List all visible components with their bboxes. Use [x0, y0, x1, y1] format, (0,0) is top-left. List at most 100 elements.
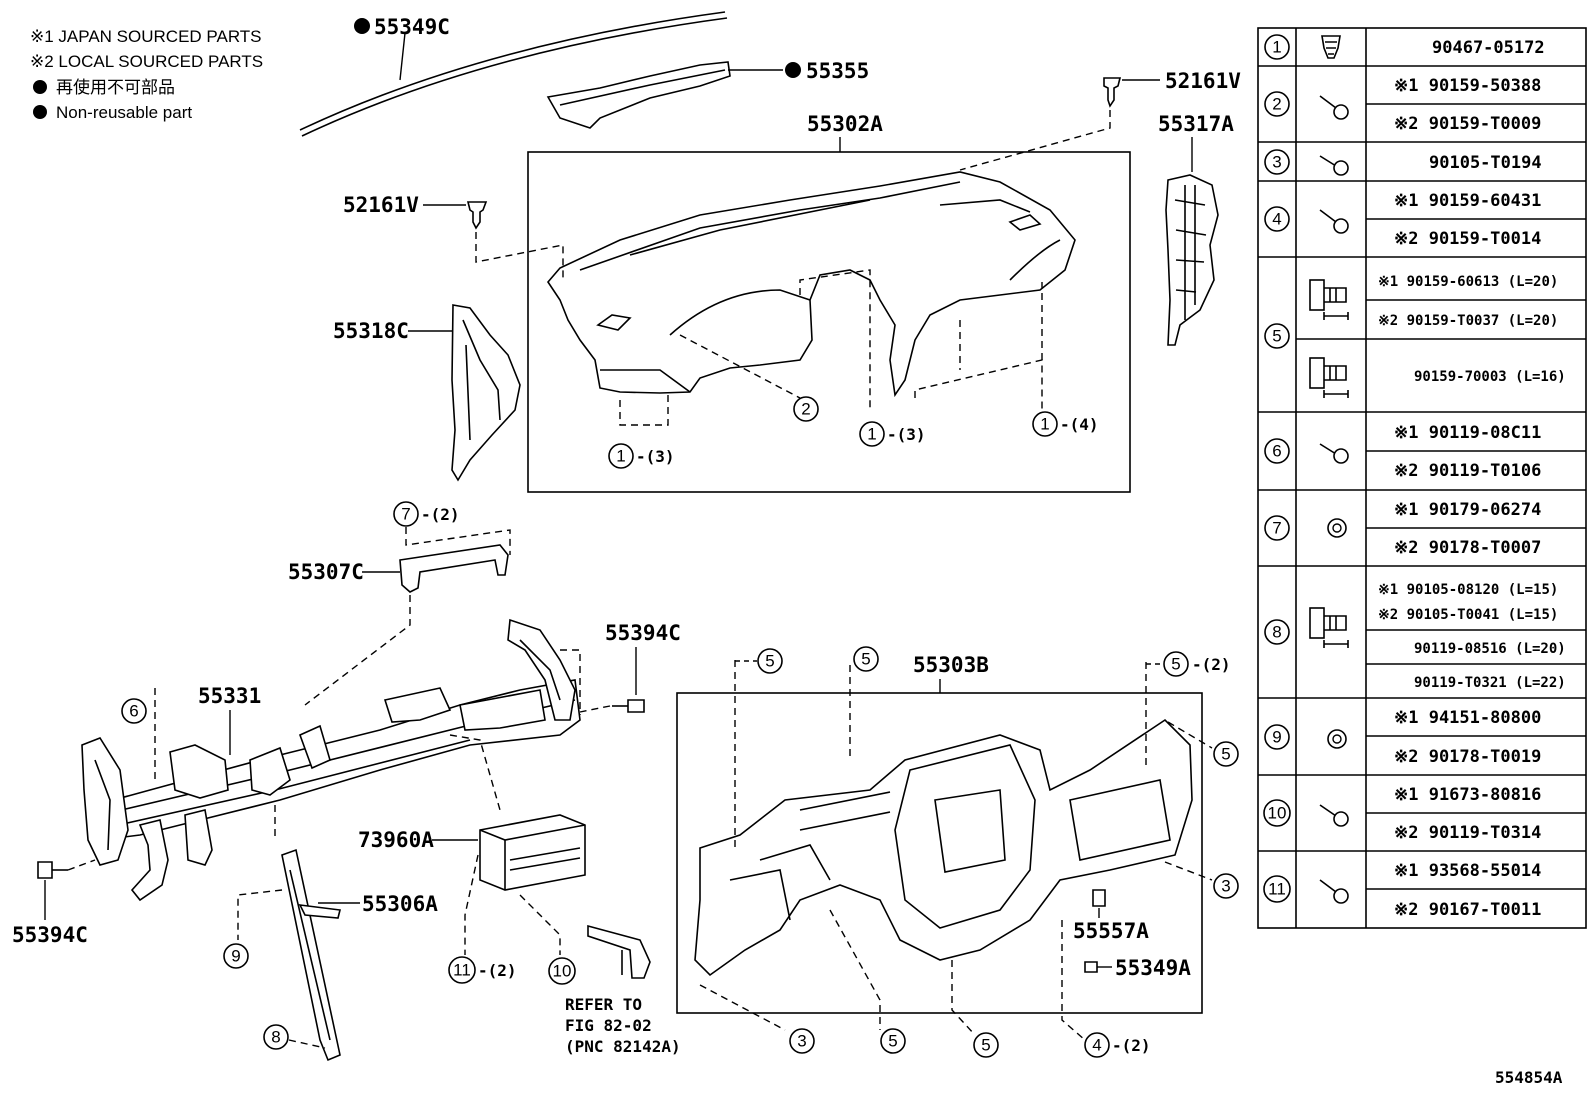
refer-to-fig: REFER TO FIG 82-02 (PNC 82142A) [565, 924, 681, 1056]
bolt-icon [1319, 155, 1349, 176]
clip-icon [1321, 35, 1341, 59]
part-label-55307C: 55307C [288, 560, 364, 584]
svg-text:※1 90105-08120 (L=15): ※1 90105-08120 (L=15) [1378, 582, 1558, 598]
refer-line2: FIG 82-02 [565, 1016, 652, 1035]
part-label-55318C: 55318C [333, 319, 409, 343]
svg-text:5: 5 [765, 652, 774, 671]
svg-text:-(4): -(4) [1060, 415, 1099, 434]
part-label-55317A: 55317A [1158, 112, 1234, 136]
flange-bolt-icon [1309, 279, 1349, 320]
flange-bolt-icon [1309, 607, 1349, 648]
svg-text:-(3): -(3) [887, 425, 926, 444]
fastener-row-2: 2 ※1 90159-50388 ※2 90159-T0009 [1264, 76, 1541, 134]
svg-text:6: 6 [1272, 442, 1281, 461]
legend: ※1 JAPAN SOURCED PARTS ※2 LOCAL SOURCED … [30, 27, 263, 122]
svg-text:4: 4 [1092, 1036, 1101, 1055]
screw-icon [1319, 209, 1349, 234]
callout-6: 6 [121, 698, 147, 724]
svg-text:4: 4 [1272, 210, 1281, 229]
part-label-55349C: 55349C [374, 15, 450, 39]
part-label-52161V-left: 52161V [343, 193, 419, 217]
part-55303B: 55303B 55557A 55349A 5 [676, 646, 1239, 1058]
part-label-55306A: 55306A [362, 892, 438, 916]
svg-text:※1 90179-06274: ※1 90179-06274 [1394, 500, 1541, 520]
svg-text:-(2): -(2) [1192, 655, 1231, 674]
callout-11-qty2: 11 -(2) [448, 956, 517, 984]
part-label-55394C-top: 55394C [605, 621, 681, 645]
fastener-row-9: 9 ※1 94151-80800 ※2 90178-T0019 [1264, 708, 1541, 767]
bolt-icon [1319, 443, 1349, 464]
part-label-55303B: 55303B [913, 653, 989, 677]
svg-text:5: 5 [1221, 745, 1230, 764]
part-label-52161V-top: 52161V [1165, 69, 1241, 93]
callout-5-bottom-2: 5 [973, 1032, 999, 1058]
part-52161V-left: 52161V [343, 193, 564, 280]
part-55306A: 55306A 9 8 [223, 848, 438, 1062]
nut-icon [1327, 518, 1347, 538]
callout-5-bottom-1: 5 [880, 1028, 906, 1054]
svg-text:※2 90119-T0106: ※2 90119-T0106 [1394, 461, 1541, 481]
svg-text:※1 90159-50388: ※1 90159-50388 [1394, 76, 1541, 96]
fastener-row-6: 6 ※1 90119-08C11 ※2 90119-T0106 [1264, 423, 1541, 481]
svg-text:5: 5 [861, 650, 870, 669]
svg-text:90119-08516 (L=20): 90119-08516 (L=20) [1414, 641, 1566, 657]
svg-text:1: 1 [867, 425, 876, 444]
callout-5-qty2: 5 -(2) [1163, 651, 1231, 677]
part-label-55349A: 55349A [1115, 956, 1191, 980]
svg-text:5: 5 [1171, 655, 1180, 674]
svg-text:5: 5 [1272, 327, 1281, 346]
svg-text:90105-T0194: 90105-T0194 [1429, 153, 1542, 173]
callout-8: 8 [263, 1024, 289, 1050]
svg-text:90159-70003 (L=16): 90159-70003 (L=16) [1414, 369, 1566, 385]
part-55307C: 7 -(2) 55307C [288, 501, 511, 706]
svg-text:7: 7 [401, 505, 410, 524]
svg-text:8: 8 [271, 1028, 280, 1047]
part-label-55302A: 55302A [807, 112, 883, 136]
callout-7-qty2: 7 -(2) [393, 501, 460, 527]
callout-1-qty3-mid: 1 -(3) [859, 421, 926, 447]
svg-text:3: 3 [797, 1032, 806, 1051]
svg-text:-(2): -(2) [421, 505, 460, 524]
svg-text:※2 90105-T0041 (L=15): ※2 90105-T0041 (L=15) [1378, 607, 1558, 623]
svg-text:2: 2 [801, 400, 810, 419]
fastener-row-10: 10 ※1 91673-80816 ※2 90119-T0314 [1263, 785, 1541, 843]
svg-text:-(2): -(2) [1112, 1036, 1151, 1055]
callout-2: 2 [793, 396, 819, 422]
fastener-row-8: 8 ※1 90105-08120 (L=15) ※2 90105-T0041 (… [1264, 582, 1566, 691]
svg-text:5: 5 [981, 1036, 990, 1055]
fastener-row-11: 11 ※1 93568-55014 ※2 90167-T0011 [1263, 861, 1541, 920]
fastener-table [1257, 27, 1587, 929]
legend-japan-sourced: ※1 JAPAN SOURCED PARTS [30, 27, 262, 46]
legend-non-reusable-en: Non-reusable part [56, 103, 192, 122]
svg-text:※2 90159-T0009: ※2 90159-T0009 [1394, 114, 1541, 134]
svg-text:11: 11 [1268, 880, 1286, 899]
fastener-row-3: 3 90105-T0194 [1264, 149, 1542, 176]
svg-text:※2 90178-T0007: ※2 90178-T0007 [1394, 538, 1541, 558]
non-reusable-dot-icon [33, 105, 47, 119]
svg-text:※1 90159-60431: ※1 90159-60431 [1394, 191, 1541, 211]
callout-9: 9 [223, 943, 249, 969]
part-55302A: 55302A 1 -(3) 2 1 -(3) [527, 112, 1131, 493]
callout-1-qty4: 1 -(4) [1032, 411, 1099, 437]
svg-text:1: 1 [1272, 38, 1281, 57]
svg-text:6: 6 [129, 702, 138, 721]
figure-id: 554854A [1495, 1068, 1563, 1087]
non-reusable-dot-icon [354, 18, 370, 34]
part-55355: 55355 [546, 59, 869, 129]
svg-text:※1 91673-80816: ※1 91673-80816 [1394, 785, 1541, 805]
part-label-55355: 55355 [806, 59, 869, 83]
svg-text:1: 1 [616, 447, 625, 466]
svg-text:※1 93568-55014: ※1 93568-55014 [1394, 861, 1541, 881]
callout-10: 10 [548, 957, 576, 985]
part-55349C: 55349C [299, 11, 728, 137]
svg-text:10: 10 [1268, 804, 1287, 823]
fastener-row-1: 1 90467-05172 [1264, 34, 1545, 60]
svg-text:※2 90119-T0314: ※2 90119-T0314 [1394, 823, 1541, 843]
callout-3-bottom: 3 [789, 1028, 815, 1054]
svg-text:-(2): -(2) [478, 961, 517, 980]
svg-text:11: 11 [453, 961, 471, 980]
part-label-55331: 55331 [198, 684, 261, 708]
part-52161V-top: 52161V [959, 69, 1241, 171]
callout-5-a: 5 [757, 648, 783, 674]
